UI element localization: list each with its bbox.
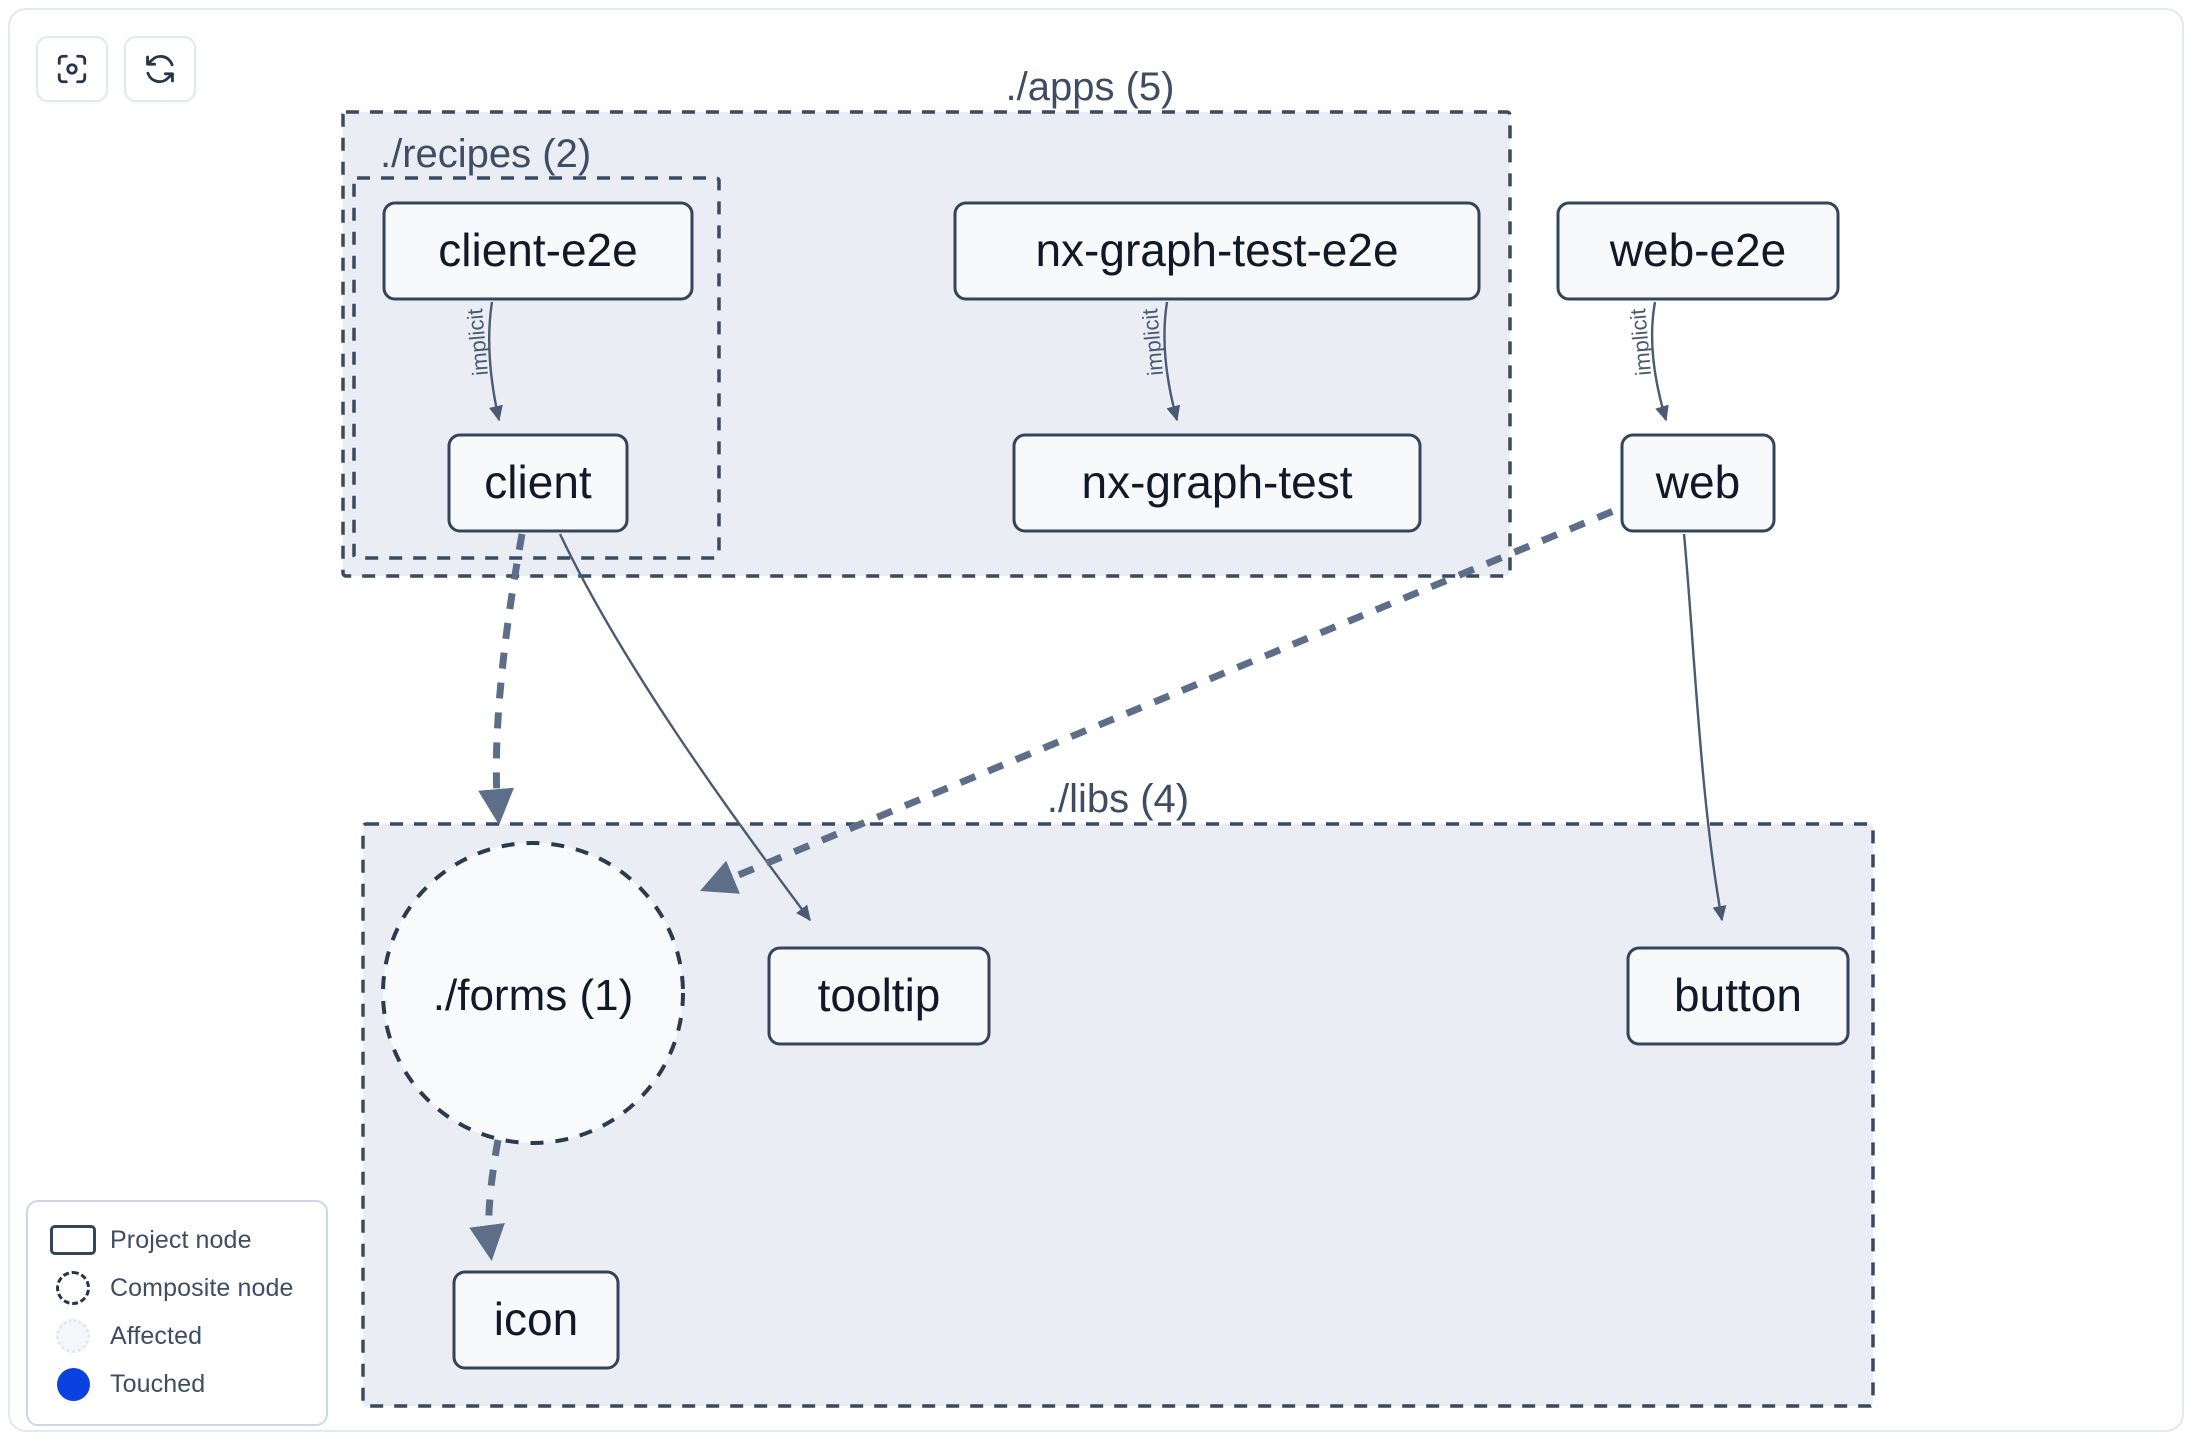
node-web-box — [1620, 433, 1776, 533]
node-client-e2e[interactable]: client-e2e — [382, 201, 694, 301]
node-button[interactable]: button — [1626, 946, 1850, 1046]
edge-label-implicit: implicit — [462, 308, 493, 377]
edge-label-implicit: implicit — [1137, 308, 1168, 377]
refresh-graph-button[interactable] — [124, 36, 196, 102]
node-web-e2e[interactable]: web-e2e — [1556, 201, 1840, 301]
composite-node-swatch — [44, 1271, 102, 1305]
node-nx-graph-test-box — [1012, 433, 1422, 533]
node-web-e2e-label: web-e2e — [1609, 224, 1786, 276]
node-icon[interactable]: icon — [452, 1270, 620, 1370]
graph-toolbar — [36, 36, 196, 102]
affected-swatch — [44, 1319, 102, 1353]
legend-label-composite-node: Composite node — [110, 1273, 294, 1302]
graph-legend: Project node Composite node Affected Tou… — [26, 1200, 328, 1426]
touched-swatch — [44, 1367, 102, 1401]
node-forms-composite[interactable]: ./forms (1) — [381, 841, 685, 1145]
legend-item-affected: Affected — [44, 1312, 310, 1360]
node-tooltip[interactable]: tooltip — [767, 946, 991, 1046]
legend-label-touched: Touched — [110, 1369, 206, 1398]
node-nx-graph-test-e2e[interactable]: nx-graph-test-e2e — [953, 201, 1481, 301]
container-libs-label: ./libs (4) — [1047, 777, 1189, 821]
node-nx-graph-test-label: nx-graph-test — [1081, 456, 1352, 508]
edge-nx-graph-test-e2e-to-nx-graph-test: implicit — [1137, 301, 1181, 422]
edge-client-e2e-to-client: implicit — [462, 301, 503, 422]
node-forms-circle — [381, 841, 685, 1145]
node-client-box — [447, 433, 629, 533]
focus-graph-button[interactable] — [36, 36, 108, 102]
edge-forms-to-icon — [469, 1139, 505, 1261]
node-client-e2e-label: client-e2e — [438, 224, 637, 276]
node-nx-graph-test-e2e-label: nx-graph-test-e2e — [1035, 224, 1398, 276]
node-button-label: button — [1674, 969, 1802, 1021]
legend-label-affected: Affected — [110, 1321, 203, 1350]
node-icon-box — [452, 1270, 620, 1370]
node-icon-label: icon — [494, 1293, 578, 1345]
container-recipes-label: ./recipes (2) — [380, 132, 591, 176]
project-node-swatch — [44, 1225, 102, 1255]
legend-item-composite-node: Composite node — [44, 1264, 310, 1312]
node-tooltip-label: tooltip — [818, 969, 941, 1021]
legend-item-project-node: Project node — [44, 1216, 310, 1264]
container-libs[interactable]: ./libs (4) — [361, 777, 1875, 1408]
node-nx-graph-test[interactable]: nx-graph-test — [1012, 433, 1422, 533]
node-client[interactable]: client — [447, 433, 629, 533]
node-button-box — [1626, 946, 1850, 1046]
legend-label-project-node: Project node — [110, 1225, 252, 1254]
legend-item-touched: Touched — [44, 1360, 310, 1408]
edge-client-to-tooltip — [558, 533, 811, 922]
node-web[interactable]: web — [1620, 433, 1776, 533]
refresh-icon — [143, 52, 177, 86]
node-client-label: client — [484, 456, 592, 508]
edge-client-to-forms — [478, 533, 526, 826]
node-web-e2e-box — [1556, 201, 1840, 301]
focus-target-icon — [55, 52, 89, 86]
container-libs-box — [361, 822, 1875, 1408]
edge-web-e2e-to-web: implicit — [1625, 301, 1669, 422]
node-client-e2e-box — [382, 201, 694, 301]
container-apps-label: ./apps (5) — [1006, 65, 1175, 109]
node-web-label: web — [1655, 456, 1740, 508]
edge-web-to-button — [1682, 533, 1727, 922]
node-nx-graph-test-e2e-box — [953, 201, 1481, 301]
node-forms-label: ./forms (1) — [433, 971, 633, 1020]
edge-label-implicit: implicit — [1625, 308, 1656, 377]
node-tooltip-box — [767, 946, 991, 1046]
